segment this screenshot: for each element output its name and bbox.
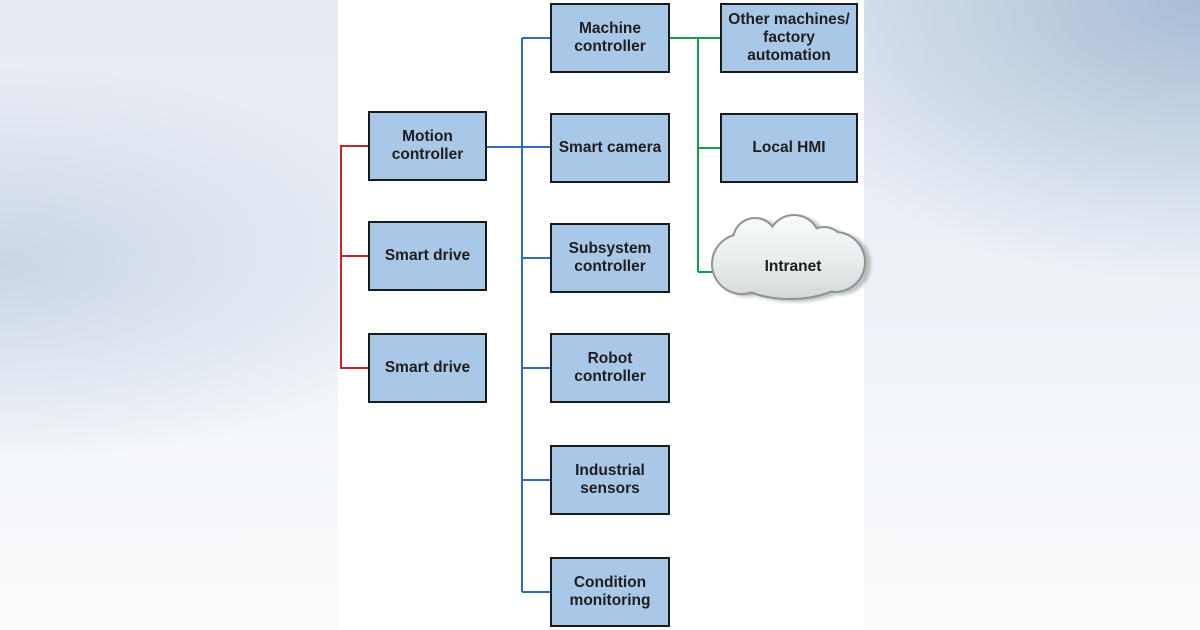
node-label: Subsystem controller: [568, 239, 652, 275]
node-smart-camera: Smart camera: [550, 113, 670, 183]
node-other-machines-factory-automation: Other machines/ factory automation: [720, 3, 858, 73]
node-label: Smart drive: [384, 358, 471, 376]
diagram-panel: [338, 0, 864, 630]
node-label: Condition monitoring: [569, 573, 651, 609]
node-smart-drive-1: Smart drive: [368, 221, 487, 291]
node-machine-controller: Machine controller: [550, 3, 670, 73]
intranet-label: Intranet: [765, 258, 822, 275]
node-label: Other machines/ factory automation: [728, 10, 850, 65]
device-network-lines: [487, 37, 550, 593]
intranet-cloud: Intranet: [711, 214, 866, 300]
node-label: Robot controller: [574, 349, 646, 385]
node-motion-controller: Motion controller: [368, 111, 487, 181]
node-label: Machine controller: [574, 19, 646, 55]
node-industrial-sensors: Industrial sensors: [550, 445, 670, 515]
node-label: Motion controller: [391, 127, 464, 163]
node-label: Smart camera: [558, 138, 662, 156]
node-label: Local HMI: [752, 138, 826, 156]
node-subsystem-controller: Subsystem controller: [550, 223, 670, 293]
node-smart-drive-2: Smart drive: [368, 333, 487, 403]
node-label: Industrial sensors: [575, 461, 645, 497]
factory-network-lines: [670, 37, 720, 273]
node-local-hmi: Local HMI: [720, 113, 858, 183]
node-robot-controller: Robot controller: [550, 333, 670, 403]
node-condition-monitoring: Condition monitoring: [550, 557, 670, 627]
motion-network-lines: [340, 145, 368, 369]
node-label: Smart drive: [384, 246, 471, 264]
